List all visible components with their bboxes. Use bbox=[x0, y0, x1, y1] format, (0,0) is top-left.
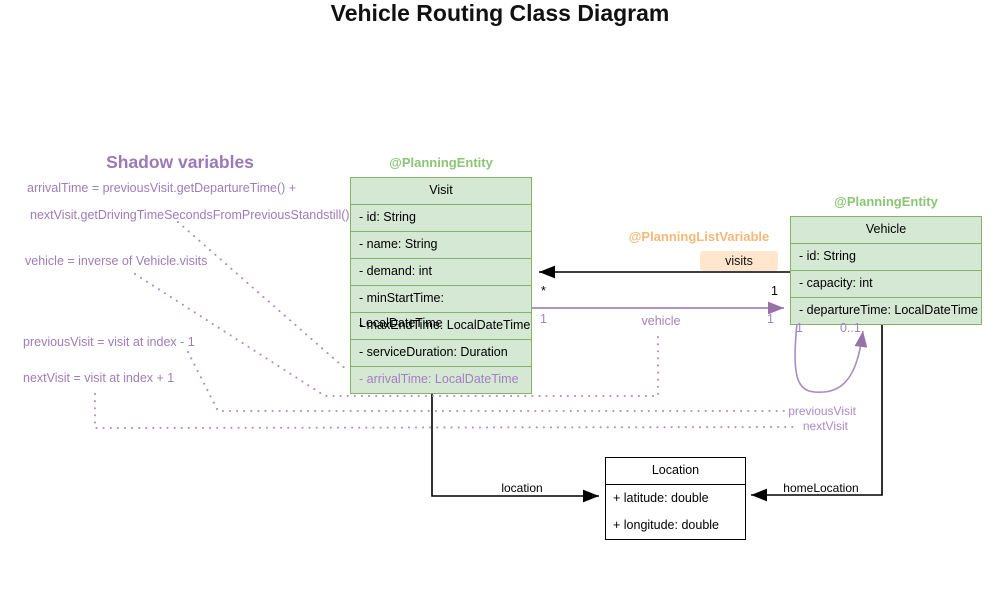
location-class-box: Location + latitude: double + longitude:… bbox=[605, 457, 746, 540]
arrival-time-dotted-connector bbox=[177, 221, 349, 372]
location-association-label: location bbox=[501, 481, 543, 495]
location-association-line bbox=[431, 385, 599, 503]
visits-multiplicity-visit-end: * bbox=[541, 284, 546, 298]
visit-field: - name: String bbox=[351, 231, 531, 258]
next-visit-dotted-connector bbox=[94, 393, 798, 430]
annotation-vehicle-inverse: vehicle = inverse of Vehicle.visits bbox=[25, 254, 208, 268]
visits-multiplicity-vehicle-end: 1 bbox=[771, 284, 778, 298]
visit-field-arrival-time: - arrivalTime: LocalDateTime bbox=[351, 366, 531, 393]
page-title: Vehicle Routing Class Diagram bbox=[330, 0, 670, 26]
visit-stereotype: @PlanningEntity bbox=[389, 155, 493, 170]
previous-visit-role-label: previousVisit bbox=[788, 404, 856, 418]
shadow-variables-heading: Shadow variables bbox=[106, 152, 254, 172]
location-field: + latitude: double bbox=[613, 491, 709, 505]
vehicle-field: - id: String bbox=[791, 243, 981, 270]
vehicle-association-label: vehicle bbox=[641, 314, 681, 328]
annotation-arrival-time-line2: nextVisit.getDrivingTimeSecondsFromPrevi… bbox=[30, 208, 350, 222]
visits-label-badge: visits bbox=[700, 251, 778, 271]
vehicle-multiplicity-left: 1 bbox=[540, 312, 547, 326]
visit-field: - serviceDuration: Duration bbox=[351, 339, 531, 366]
vehicle-multiplicity-right: 1 bbox=[767, 312, 774, 326]
visit-field: - demand: int bbox=[351, 258, 531, 285]
annotation-next-visit: nextVisit = visit at index + 1 bbox=[23, 371, 175, 385]
visit-field: - maxEndTime: LocalDateTime bbox=[351, 312, 531, 339]
visit-class-name: Visit bbox=[429, 183, 453, 197]
annotation-previous-visit: previousVisit = visit at index - 1 bbox=[23, 335, 195, 349]
vehicle-class-box: Vehicle - id: String - capacity: int - d… bbox=[790, 216, 982, 325]
vehicle-class-name: Vehicle bbox=[865, 222, 907, 236]
vehicle-field: - capacity: int bbox=[791, 270, 981, 297]
planning-list-variable-stereotype: @PlanningListVariable bbox=[628, 229, 770, 244]
visit-class-box: Visit - id: String - name: String - dema… bbox=[350, 177, 532, 394]
next-visit-role-label: nextVisit bbox=[802, 419, 848, 433]
location-field: + longitude: double bbox=[613, 518, 719, 532]
visit-field: - id: String bbox=[351, 204, 531, 231]
vehicle-stereotype: @PlanningEntity bbox=[834, 194, 938, 209]
vehicle-field: - departureTime: LocalDateTime bbox=[791, 297, 981, 324]
self-loop-multiplicity-left: 1 bbox=[796, 321, 803, 335]
annotation-arrival-time-line1: arrivalTime = previousVisit.getDeparture… bbox=[27, 181, 297, 195]
location-class-name: Location bbox=[606, 458, 745, 485]
self-loop-multiplicity-right: 0..1 bbox=[840, 321, 861, 335]
home-location-association-label: homeLocation bbox=[783, 481, 859, 495]
visit-field: - minStartTime: LocalDateTime bbox=[351, 285, 531, 330]
